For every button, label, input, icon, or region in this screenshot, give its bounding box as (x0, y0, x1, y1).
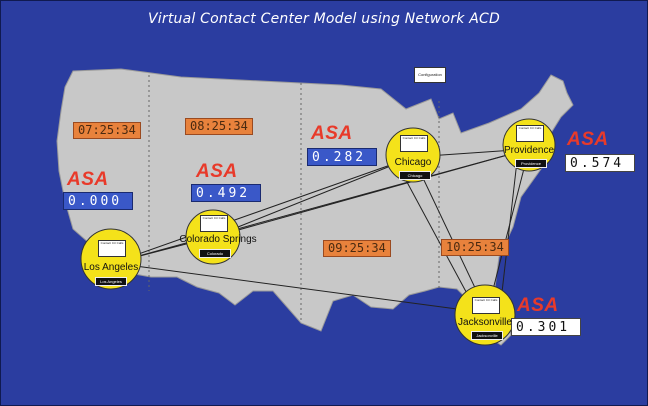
site-card-jacksonville: Contact Ctr Calls (472, 297, 500, 314)
site-tag-providence: Providence (515, 159, 547, 168)
link-prov-jax-2 (500, 160, 518, 302)
page-title: Virtual Contact Center Model using Netwo… (148, 11, 500, 27)
time-central: 09:25:34 (323, 240, 391, 257)
site-tag-colorado-springs: Colorado Springs (199, 249, 231, 258)
asa-label-west: ASA (67, 169, 109, 190)
configuration-box[interactable]: Configuration (414, 67, 446, 83)
time-pacific: 07:25:34 (73, 122, 141, 139)
site-circle-jacksonville[interactable] (454, 284, 516, 346)
asa-value-jacksonville: 0.301 (511, 318, 581, 336)
site-tag-chicago: Chicago (399, 171, 431, 180)
link-prov-jax (486, 148, 530, 314)
asa-label-central: ASA (311, 123, 353, 144)
asa-label-mountain: ASA (196, 161, 238, 182)
asa-value-west: 0.000 (63, 192, 133, 210)
site-card-los-angeles: Contact Ctr Calls (98, 240, 126, 257)
site-tag-los-angeles: Los Angeles (95, 277, 127, 286)
site-name-jacksonville: Jacksonville (458, 317, 512, 328)
link-cs-prov (212, 148, 530, 238)
site-name-colorado-springs: Colorado Springs (179, 234, 257, 245)
asa-label-jacksonville: ASA (517, 295, 559, 316)
asa-label-providence: ASA (567, 129, 609, 150)
link-chi-jax-2 (400, 170, 472, 302)
site-card-chicago: Contact Ctr Calls (400, 135, 428, 152)
site-card-colorado-springs: Contact Ctr Calls (200, 215, 228, 232)
asa-value-central: 0.282 (307, 148, 377, 166)
site-name-providence: Providence (503, 145, 555, 156)
link-la-chi (112, 156, 414, 264)
asa-value-mountain: 0.492 (191, 184, 261, 202)
site-name-los-angeles: Los Angeles (83, 262, 139, 273)
site-name-chicago: Chicago (394, 157, 432, 168)
time-mountain: 08:25:34 (185, 118, 253, 135)
site-circle-los-angeles[interactable] (80, 228, 142, 290)
time-eastern: 10:25:34 (441, 239, 509, 256)
link-la-jax (112, 262, 488, 314)
site-tag-jacksonville: Jacksonville (471, 331, 503, 340)
link-cs-chi (212, 156, 414, 238)
site-card-providence: Contact Ctr Calls (516, 125, 544, 142)
asa-value-providence: 0.574 (565, 154, 635, 172)
